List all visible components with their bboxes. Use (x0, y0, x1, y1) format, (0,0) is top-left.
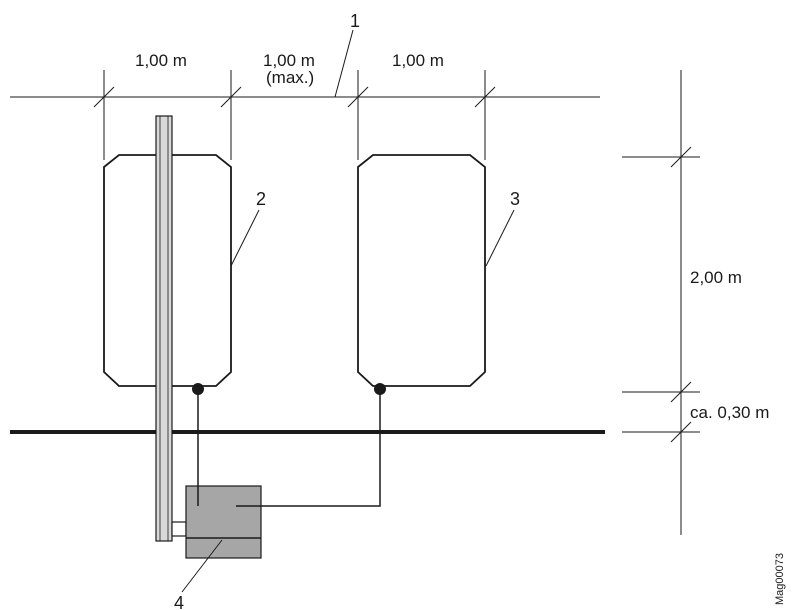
callout-3: 3 (510, 189, 520, 209)
leader-line-1 (334, 29, 354, 98)
mounting-pole (155, 115, 173, 542)
callout-2: 2 (256, 189, 266, 209)
gap-qualifier-label: (max.) (266, 68, 314, 87)
tick-mark (474, 86, 496, 108)
connector-right (374, 383, 386, 395)
tick-mark (670, 421, 692, 443)
leader-line-2 (230, 209, 260, 267)
offset-label: ca. 0,30 m (690, 403, 769, 422)
tick-mark (347, 86, 369, 108)
leader-line-4 (181, 539, 223, 593)
height-label: 2,00 m (690, 268, 742, 287)
reference-code: Mag00073 (774, 553, 786, 605)
leader-line-3 (485, 209, 515, 267)
tick-mark (670, 146, 692, 168)
tick-mark (670, 381, 692, 403)
width-right-label: 1,00 m (392, 51, 444, 70)
callout-4: 4 (174, 593, 184, 610)
connector-left (192, 383, 204, 395)
callout-1: 1 (350, 11, 360, 31)
mounting-bracket (171, 521, 187, 537)
cable-right (236, 389, 381, 507)
width-left-label: 1,00 m (135, 51, 187, 70)
gap-label: 1,00 m (263, 51, 315, 70)
tick-mark (93, 86, 115, 108)
tick-mark (220, 86, 242, 108)
antenna-right (357, 154, 486, 387)
